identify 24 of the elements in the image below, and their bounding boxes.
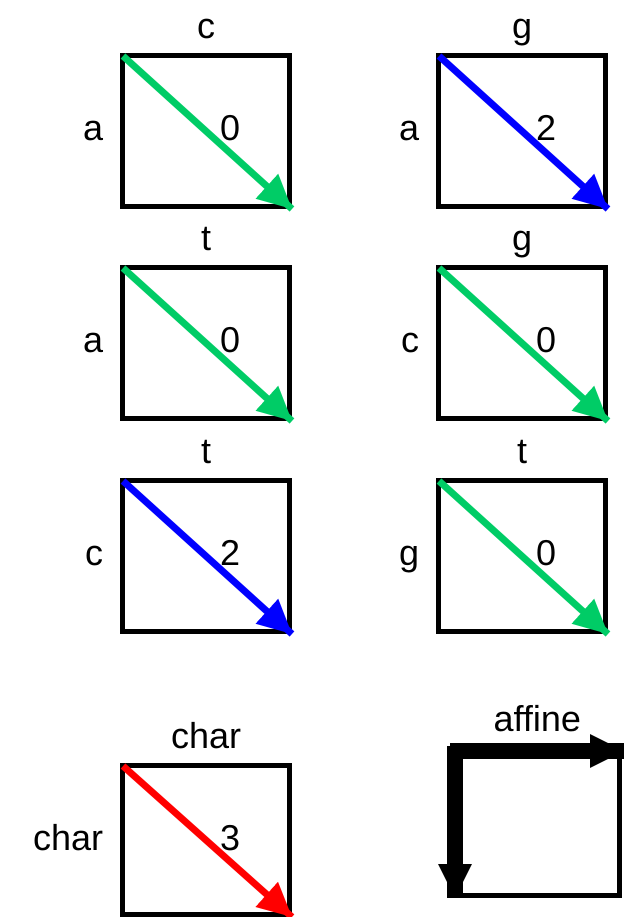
column-letter: c [197,8,215,44]
row-letter: a [83,322,104,358]
score-value: 3 [220,820,240,856]
score-value: 2 [536,110,556,146]
column-letter: g [512,220,532,256]
column-letter: char [171,718,242,754]
score-value: 0 [220,110,240,146]
column-letter: t [517,433,528,469]
score-value: 0 [536,322,556,358]
score-value: 0 [220,322,240,358]
column-letter: t [201,433,212,469]
row-letter: char [33,820,104,856]
cell-heading: affine [494,701,581,737]
row-letter: a [399,110,420,146]
score-value: 2 [220,535,240,571]
row-letter: c [85,535,103,571]
arrow [450,734,624,768]
column-letter: g [512,8,532,44]
score-value: 0 [536,535,556,571]
row-letter: g [399,535,420,571]
column-letter: t [201,220,212,256]
row-letter: c [401,322,419,358]
arrow [438,746,472,898]
row-letter: a [83,110,104,146]
